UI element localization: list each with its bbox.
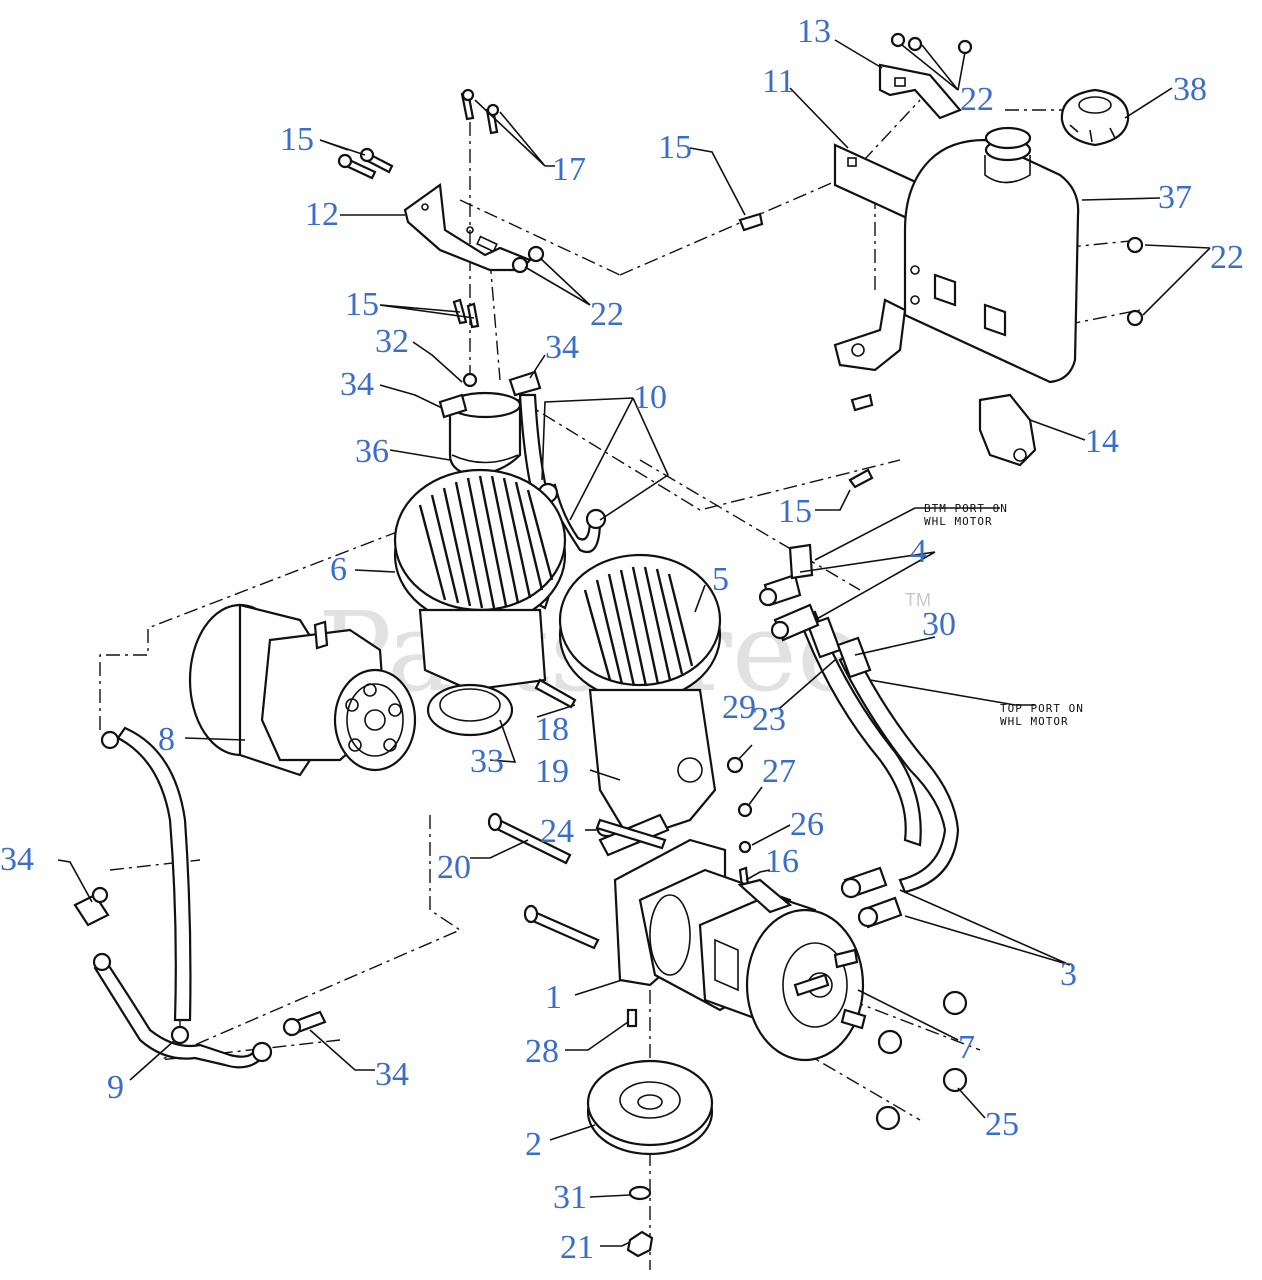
fittings-3 [840,866,903,929]
callout-36: 36 [355,433,389,470]
leader-lines [57,39,1211,1247]
callout-21: 21 [560,1229,594,1266]
bracket-12 [403,183,532,272]
wheel-nuts-25 [875,990,968,1131]
callout-14: 14 [1085,423,1119,460]
fittings-4 [758,543,820,642]
assembly-guide-lines [99,95,1141,1270]
callout-34: 34 [375,1056,409,1093]
callout-10: 10 [633,379,667,416]
callout-34: 34 [0,841,34,878]
pulley-2 [586,1059,714,1156]
callout-15: 15 [280,121,314,158]
callout-11: 11 [762,63,795,100]
hose-9 [92,726,273,1069]
callout-4: 4 [910,533,927,570]
cooling-fan-5-fins [583,566,694,687]
top-port-note: TOP PORT ON WHL MOTOR [1000,702,1084,728]
wheel-hub-7 [745,908,867,1062]
nut-21 [626,1230,654,1258]
bolts-20 [487,812,667,950]
callout-23: 23 [752,701,786,738]
callout-17: 17 [552,151,586,188]
btm-port-note: BTM PORT ON WHL MOTOR [924,502,1008,528]
fitting-34-bottom [282,1010,327,1037]
callout-13: 13 [797,13,831,50]
tank-cap-38 [1060,88,1130,147]
callout-5: 5 [712,561,729,598]
btm-port-note-line1: BTM PORT ON [924,502,1008,515]
callout-29: 29 [722,689,756,726]
cooling-fan-6-fins [418,475,554,609]
small-fasteners [596,756,753,889]
top-port-note-line1: TOP PORT ON [1000,702,1084,715]
callout-7: 7 [958,1029,975,1066]
washer-31 [628,1185,652,1201]
oil-filter-36 [438,370,542,477]
callout-38: 38 [1173,71,1207,108]
callout-33: 33 [470,743,504,780]
callout-15: 15 [658,129,692,166]
key-28 [626,1008,638,1028]
callout-30: 30 [922,606,956,643]
bracket-13 [878,32,973,120]
callout-15: 15 [778,493,812,530]
trademark: TM [905,590,931,610]
nuts-22-right [1126,236,1144,327]
callout-28: 28 [525,1033,559,1070]
btm-port-note-line2: WHL MOTOR [924,515,993,528]
callout-2: 2 [525,1126,542,1163]
callout-32: 32 [375,323,409,360]
callout-22: 22 [960,81,994,118]
hose-29-30 [798,610,960,894]
callout-1: 1 [545,979,562,1016]
callout-24: 24 [540,813,574,850]
callout-9: 9 [107,1069,124,1106]
callout-19: 19 [535,753,569,790]
callout-6: 6 [330,551,347,588]
callout-34: 34 [545,329,579,366]
wheel-motor-8 [188,603,417,777]
callout-8: 8 [158,721,175,758]
callout-3: 3 [1060,956,1077,993]
callout-34: 34 [340,366,374,403]
bolts-upper-left [337,88,545,329]
callout-22: 22 [590,296,624,333]
callout-labels: 13 22 11 38 15 17 15 37 12 22 22 15 22 3… [0,13,1244,1266]
callout-27: 27 [762,753,796,790]
callout-22: 22 [1210,239,1244,276]
callout-31: 31 [553,1179,587,1216]
callout-15: 15 [345,286,379,323]
bracket-14 [738,212,1037,489]
callout-12: 12 [305,196,339,233]
callout-25: 25 [985,1106,1019,1143]
pump-6 [393,468,567,737]
hydraulic-tank-37 [903,126,1080,384]
callout-16: 16 [765,843,799,880]
callout-26: 26 [790,806,824,843]
callout-37: 37 [1158,179,1192,216]
callout-18: 18 [535,711,569,748]
fitting-34-left [73,886,110,927]
top-port-note-line2: WHL MOTOR [1000,715,1069,728]
callout-20: 20 [437,849,471,886]
